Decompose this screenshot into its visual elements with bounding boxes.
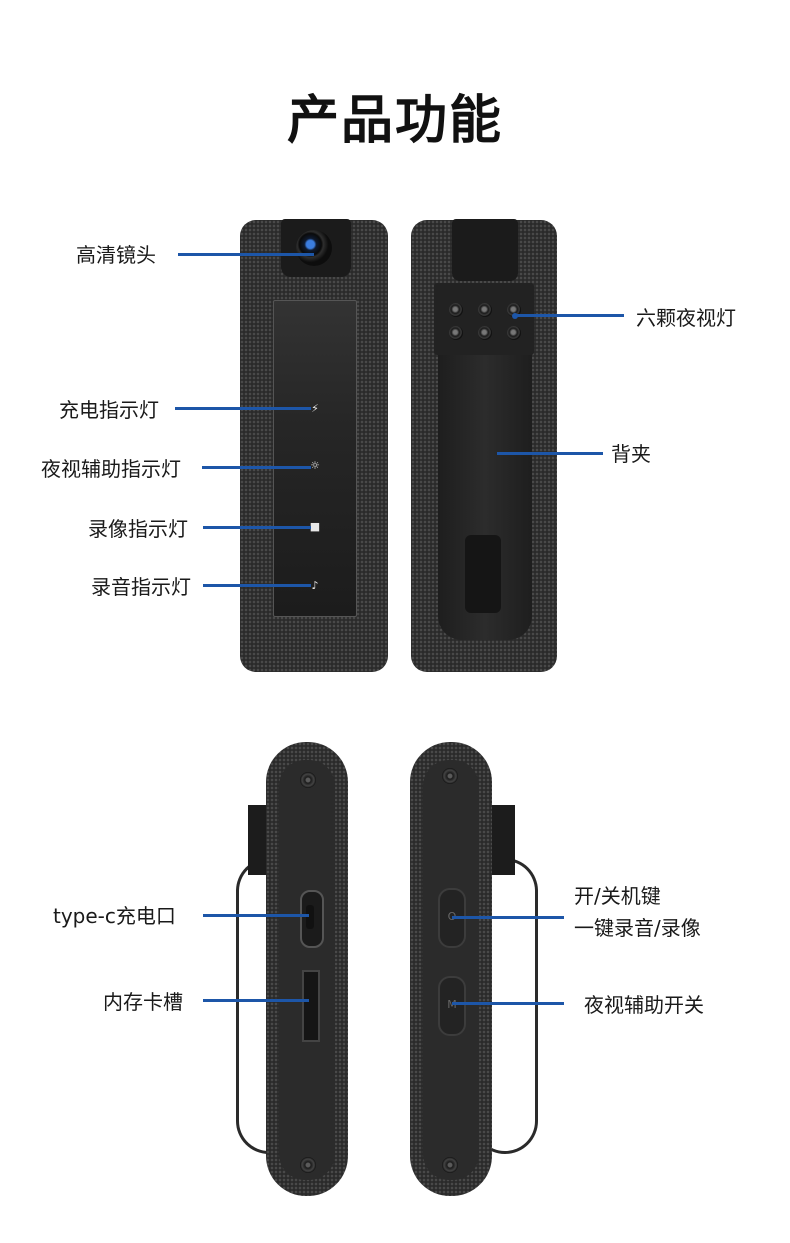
page-title: 产品功能 bbox=[286, 91, 503, 151]
leader-line bbox=[203, 999, 309, 1002]
charge-indicator-icon: ⚡ bbox=[311, 402, 319, 415]
leader-line bbox=[452, 1002, 564, 1005]
label-typec-port: type-c充电口 bbox=[53, 904, 176, 928]
video-indicator-icon: ■ bbox=[309, 520, 321, 533]
leader-line bbox=[202, 466, 311, 469]
leader-line bbox=[175, 407, 311, 410]
leader-line bbox=[497, 452, 603, 455]
ir-led-box bbox=[434, 283, 534, 355]
leader-line bbox=[203, 526, 311, 529]
audio-indicator-icon: ♪ bbox=[311, 579, 319, 592]
screw-icon bbox=[442, 768, 458, 784]
leader-line bbox=[452, 916, 564, 919]
label-card-slot: 内存卡槽 bbox=[103, 990, 183, 1014]
ir-led-icon bbox=[478, 326, 492, 340]
label-lens: 高清镜头 bbox=[76, 243, 156, 267]
label-power-key-line2: 一键录音/录像 bbox=[574, 916, 701, 940]
ir-led-icon bbox=[449, 326, 463, 340]
screw-icon bbox=[300, 772, 316, 788]
leader-line bbox=[178, 253, 314, 256]
clip-hinge-right bbox=[489, 805, 515, 875]
screw-icon bbox=[442, 1157, 458, 1173]
night-switch-button bbox=[438, 976, 466, 1036]
indicator-panel bbox=[273, 300, 357, 617]
leader-line bbox=[203, 584, 311, 587]
typec-port-slot bbox=[306, 905, 314, 929]
lens-icon bbox=[296, 230, 332, 266]
back-clip-tab bbox=[465, 535, 501, 613]
label-video-led: 录像指示灯 bbox=[88, 517, 188, 541]
label-night-led: 夜视辅助指示灯 bbox=[41, 457, 181, 481]
ir-led-icon bbox=[507, 326, 521, 340]
label-charge-led: 充电指示灯 bbox=[59, 398, 159, 422]
card-slot-shape bbox=[302, 970, 320, 1042]
label-back-clip: 背夹 bbox=[611, 442, 651, 466]
leader-line bbox=[203, 914, 309, 917]
label-night-switch: 夜视辅助开关 bbox=[584, 993, 704, 1017]
side-face-right bbox=[423, 760, 479, 1180]
label-six-ir: 六颗夜视灯 bbox=[636, 306, 736, 330]
ir-led-icon bbox=[478, 303, 492, 317]
label-audio-led: 录音指示灯 bbox=[91, 575, 191, 599]
leader-line bbox=[514, 314, 624, 317]
rotating-head bbox=[452, 219, 518, 281]
power-button-mark: O bbox=[440, 910, 464, 923]
screw-icon bbox=[300, 1157, 316, 1173]
ir-led-icon bbox=[449, 303, 463, 317]
night-indicator-icon: ☼ bbox=[310, 459, 320, 472]
leader-dot bbox=[512, 313, 518, 319]
label-power-key-line1: 开/关机键 bbox=[574, 884, 661, 908]
